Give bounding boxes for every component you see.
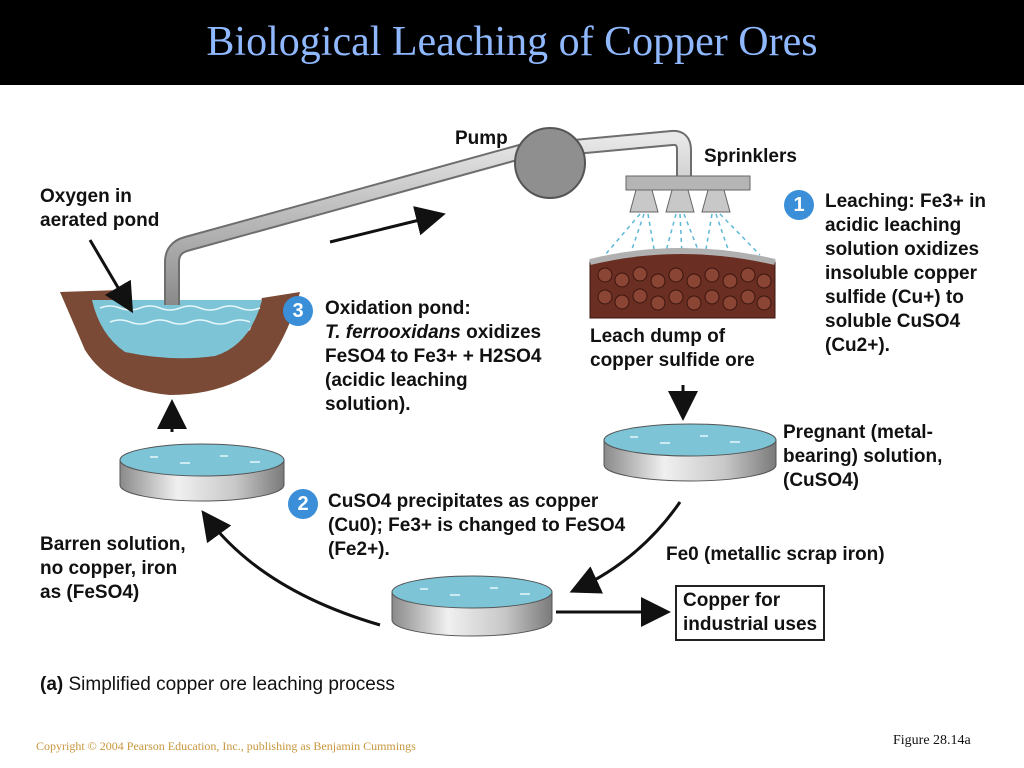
sprinklers-label: Sprinklers <box>704 146 797 167</box>
step-1-badge: 1 <box>784 190 814 220</box>
figure-caption: (a) Simplified copper ore leaching proce… <box>40 674 395 695</box>
leach-dump <box>589 248 776 319</box>
arrow-precipitation-to-barren <box>201 510 381 627</box>
precipitation-tank <box>391 575 553 637</box>
copper-uses-box: Copper for industrial uses <box>675 585 826 641</box>
barren-tank <box>119 443 285 502</box>
step-3-text: Oxidation pond: T. ferrooxidans oxidizes… <box>325 298 542 415</box>
oxygen-label: Oxygen in aerated pond <box>40 186 160 231</box>
copyright: Copyright © 2004 Pearson Education, Inc.… <box>36 739 416 753</box>
step-3-badge: 3 <box>283 296 313 326</box>
title-bar: Biological Leaching of Copper Ores <box>0 0 1024 85</box>
pregnant-label: Pregnant (metal- bearing) solution, (CuS… <box>783 422 943 491</box>
figure-number: Figure 28.14a <box>893 733 971 748</box>
oxygen-pointer <box>88 239 134 314</box>
pump <box>514 127 586 199</box>
leach-dump-label: Leach dump of copper sulfide ore <box>590 326 755 371</box>
step-1-text: Leaching: Fe3+ in acidic leaching soluti… <box>825 191 987 356</box>
pregnant-tank <box>603 423 777 482</box>
scrap-iron-label: Fe0 (metallic scrap iron) <box>666 544 885 565</box>
step-2-text: CuSO4 precipitates as copper (Cu0); Fe3+… <box>328 491 626 560</box>
oxidation-pond <box>60 290 300 395</box>
barren-label: Barren solution, no copper, iron as (FeS… <box>40 534 186 603</box>
flow-arrow <box>329 206 446 244</box>
sprinkler-head <box>625 175 751 213</box>
arrow-pregnant-to-precipitation <box>569 501 682 594</box>
slide-title: Biological Leaching of Copper Ores <box>206 19 818 65</box>
step-2-badge: 2 <box>288 489 318 519</box>
pump-label: Pump <box>455 128 508 149</box>
leaching-diagram <box>60 127 777 637</box>
